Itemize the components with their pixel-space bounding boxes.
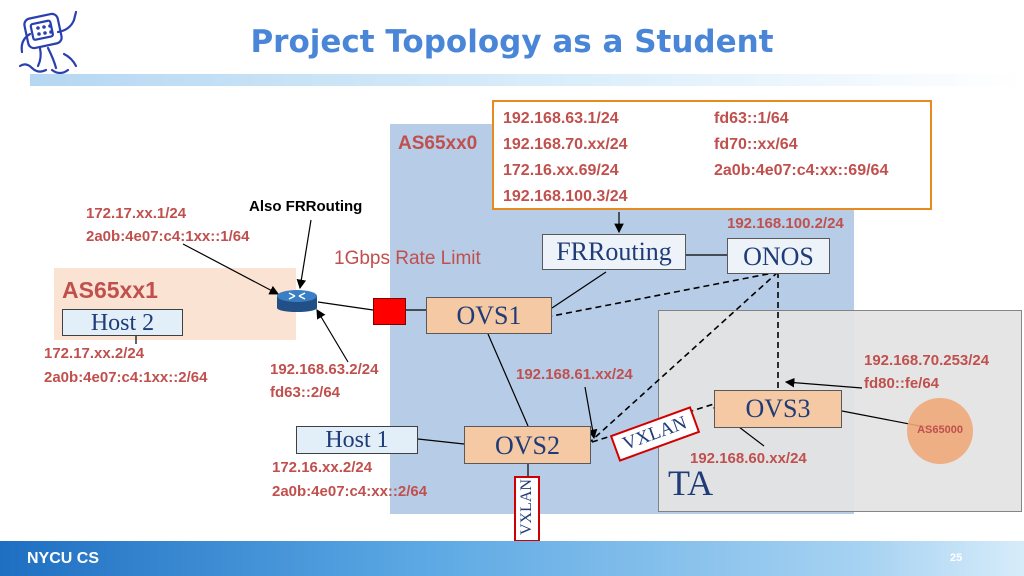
host2-node[interactable]: Host 2 [62, 309, 183, 336]
footer-bar [0, 541, 1024, 576]
arrow-r-ip [182, 243, 280, 295]
rate-limit-box [373, 298, 406, 325]
ovs1-ipv6-label: fd63::2/64 [270, 384, 341, 401]
arrow-also-frr [296, 219, 312, 290]
link-router-ratebox [317, 301, 374, 311]
title-underline [30, 74, 1024, 86]
as65000-label: AS65000 [917, 424, 963, 436]
arrow-vx-ip [584, 386, 598, 440]
page-title: Project Topology as a Student [250, 24, 774, 60]
address-line: 192.168.100.3/24 [503, 188, 628, 205]
ctrl-onos-ovs1 [551, 271, 779, 317]
host1-ipv6-label: 2a0b:4e07:c4:xx::2/64 [272, 483, 428, 500]
link-ovs1-frr [551, 271, 607, 309]
vxlan-ip-label: 192.168.61.xx/24 [516, 366, 633, 383]
host2-ipv4-label: 172.17.xx.2/24 [44, 345, 145, 362]
ta-ipv6-label: fd80::fe/64 [864, 375, 940, 392]
as65000-node[interactable] [907, 398, 973, 464]
router-ipv6-label: 2a0b:4e07:c4:1xx::1/64 [86, 228, 250, 245]
ovs3-node[interactable]: OVS3 [714, 390, 842, 428]
address-line: fd63::1/64 [714, 110, 789, 127]
ipv6-address-list: fd63::1/64 fd70::xx/64 2a0b:4e07:c4:xx::… [714, 106, 888, 184]
ta-ipv4-label: 192.168.70.253/24 [864, 352, 990, 369]
address-line: 2a0b:4e07:c4:xx::69/64 [714, 162, 889, 179]
arrow-ta-ip [784, 377, 863, 389]
ta-label: TA [668, 463, 714, 503]
ovs1-node[interactable]: OVS1 [426, 297, 552, 334]
ovs3-ip-label: 192.168.60.xx/24 [690, 450, 807, 467]
router-ipv4-label: 172.17.xx.1/24 [86, 205, 187, 222]
address-line: 192.168.70.xx/24 [503, 136, 628, 153]
as65xx0-label: AS65xx0 [398, 133, 478, 154]
frrouting-node[interactable]: FRRouting [542, 234, 686, 270]
onos-ip-label: 192.168.100.2/24 [727, 215, 844, 232]
page-number: 25 [950, 552, 963, 564]
arrow-ovs1-ip [316, 308, 349, 363]
frr-address-box: 192.168.63.1/24 192.168.70.xx/24 172.16.… [492, 100, 932, 210]
address-line: 172.16.xx.69/24 [503, 162, 619, 179]
link-host1-ovs2 [417, 438, 465, 445]
host1-ipv4-label: 172.16.xx.2/24 [272, 459, 373, 476]
router-icon[interactable] [276, 288, 318, 312]
footer-org: NYCU CS [27, 550, 100, 567]
logo [12, 6, 88, 92]
link-ovs1-ovs2 [487, 333, 529, 427]
address-line: 192.168.63.1/24 [503, 110, 619, 127]
also-frrouting-label: Also FRRouting [249, 198, 363, 215]
onos-node[interactable]: ONOS [727, 238, 830, 274]
as65xx1-label: AS65xx1 [62, 277, 158, 303]
ctrl-onos-ovs2 [589, 271, 779, 443]
host1-node[interactable]: Host 1 [296, 426, 418, 454]
ipv4-address-list: 192.168.63.1/24 192.168.70.xx/24 172.16.… [503, 106, 628, 210]
rate-limit-label: 1Gbps Rate Limit [334, 248, 481, 269]
address-line: fd70::xx/64 [714, 136, 798, 153]
host2-ipv6-label: 2a0b:4e07:c4:1xx::2/64 [44, 369, 208, 386]
ovs2-node[interactable]: OVS2 [464, 426, 591, 464]
vxlan-vertical-text: VXLAN [518, 479, 535, 535]
vxlan-tag-vertical: VXLAN [514, 476, 540, 542]
ovs1-ipv4-label: 192.168.63.2/24 [270, 361, 379, 378]
